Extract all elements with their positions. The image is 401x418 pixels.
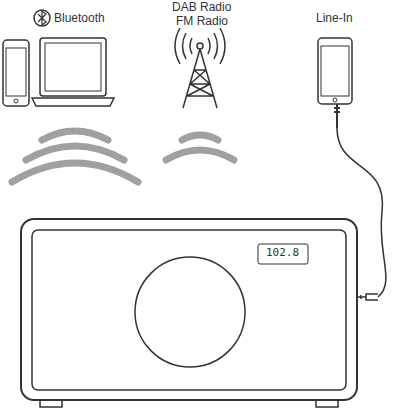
signal-wave — [42, 131, 108, 140]
source-label: Line-In — [316, 11, 353, 25]
phone-screen — [321, 46, 349, 96]
source-label: DAB Radio — [172, 0, 231, 14]
signal-wave — [166, 150, 234, 160]
phone-button — [14, 99, 18, 103]
laptop-base — [32, 98, 114, 106]
display-reading: 102.8 — [266, 246, 299, 259]
source-label: Bluetooth — [54, 11, 105, 25]
phone-button — [333, 98, 337, 102]
source-label: FM Radio — [176, 14, 228, 28]
radio-front-panel — [32, 230, 346, 390]
radio-feet — [40, 401, 338, 407]
phone — [318, 38, 352, 104]
audio-jack — [334, 104, 340, 128]
bluetooth-icon — [34, 10, 50, 26]
display-window — [258, 244, 308, 264]
laptop-screen — [45, 43, 101, 91]
signal-wave — [182, 135, 218, 140]
signal-wave — [12, 163, 138, 182]
bluetooth-rune — [38, 11, 46, 25]
phone — [3, 40, 29, 106]
laptop-lid — [40, 38, 106, 96]
phone-screen — [6, 48, 26, 96]
antenna-signal — [175, 28, 225, 64]
audio-cable — [337, 128, 386, 297]
antenna-tip — [197, 43, 203, 49]
audio-plug — [358, 294, 378, 300]
signal-wave — [26, 146, 124, 160]
speaker-grille — [135, 257, 245, 367]
radio-body: 102.8 — [20, 218, 358, 401]
antenna-tower — [183, 49, 217, 108]
